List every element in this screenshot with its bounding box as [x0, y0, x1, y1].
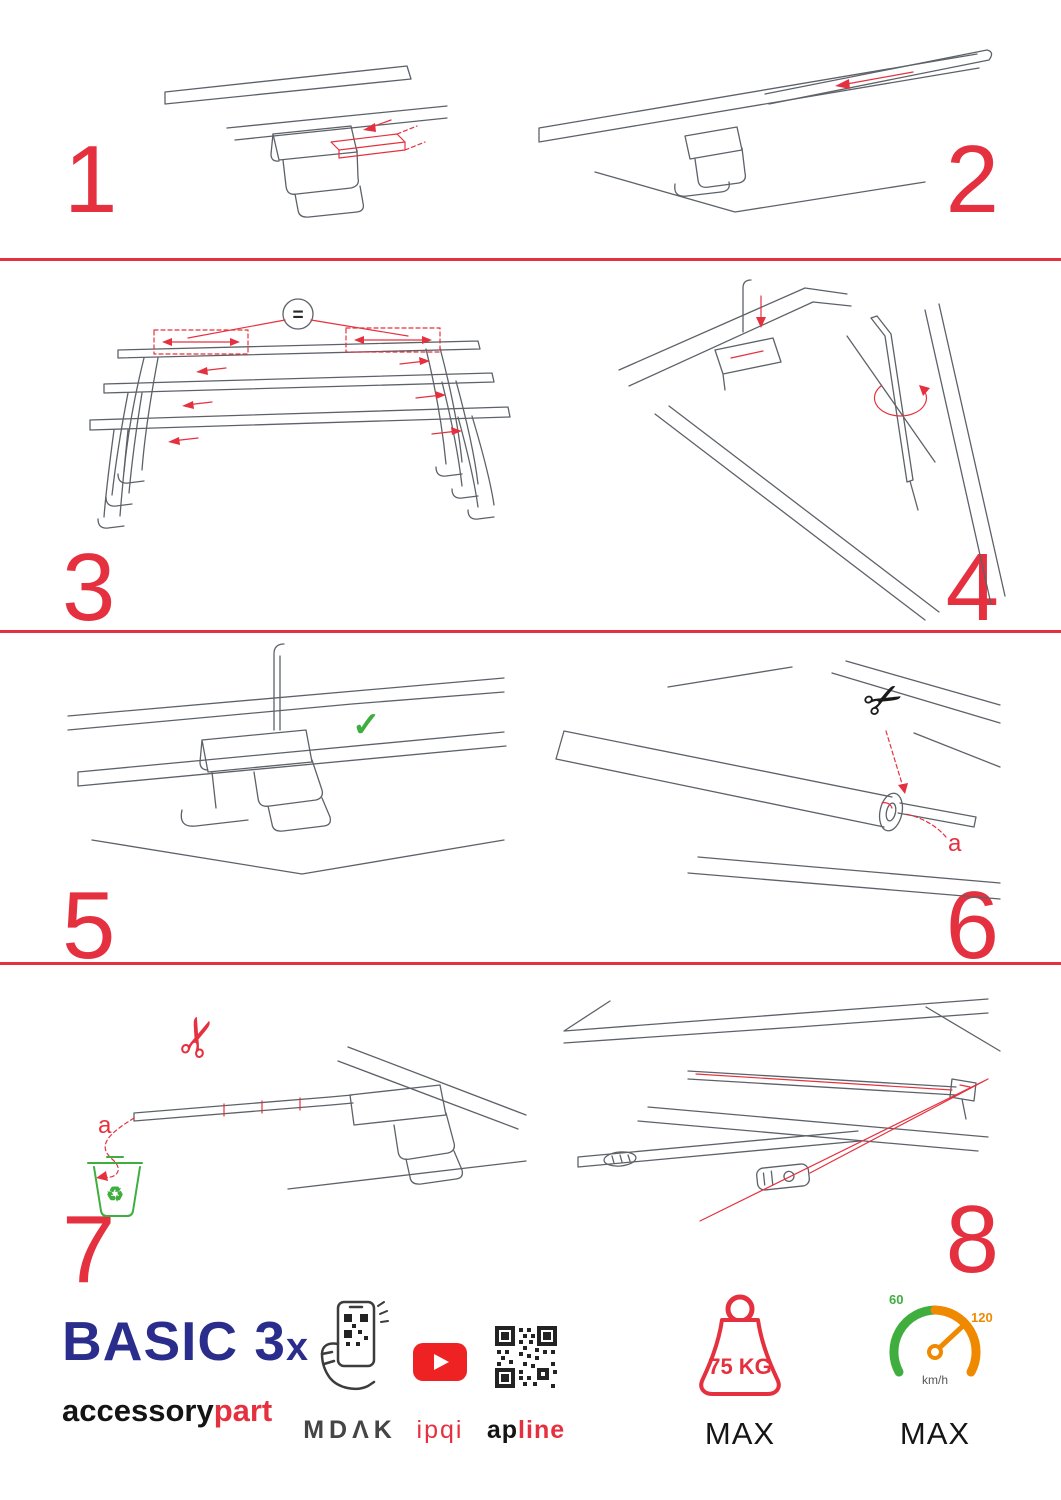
- roof-bars: [563, 998, 1001, 1191]
- brand-part: part: [213, 1393, 273, 1428]
- red-arrowhead: [96, 1171, 108, 1181]
- product-title: BASIC 3x: [62, 1314, 312, 1369]
- crossbars: [89, 340, 511, 529]
- product-name: BASIC 3: [62, 1310, 286, 1372]
- step-1-number: 1: [64, 126, 118, 233]
- speedometer-icon: 60 120 km/h: [889, 1292, 993, 1387]
- max-weight-block: 75 KG MAX: [660, 1290, 820, 1490]
- logo-group-apline: apline: [486, 1290, 566, 1490]
- speed-high: 120: [971, 1310, 993, 1325]
- bar-and-clamp: [538, 49, 993, 213]
- section-divider: [0, 258, 1061, 261]
- red-arrowhead: [898, 783, 908, 794]
- recycle-icon: ♻: [106, 1184, 124, 1206]
- step-5-number: 5: [62, 872, 116, 979]
- brand-wordmark: accessorypart: [62, 1395, 312, 1426]
- red-arrowheads: [162, 336, 462, 445]
- qr-code-icon: [495, 1326, 557, 1388]
- red-arrowhead: [363, 123, 376, 132]
- step-5-drawing: ✓: [67, 643, 507, 875]
- brand-accessory: accessory: [62, 1393, 214, 1428]
- logo-group-mdak: MDΛK: [300, 1290, 400, 1490]
- strip-and-clamp: [133, 1046, 527, 1190]
- label-a: a: [98, 1112, 112, 1139]
- step-1-drawing: [164, 65, 448, 218]
- youtube-icon: [413, 1343, 467, 1381]
- label-a-pointer: [905, 813, 947, 838]
- weight-value: 75 KG: [708, 1354, 772, 1379]
- step-8-drawing: [563, 998, 1001, 1222]
- product-suffix: x: [286, 1325, 310, 1369]
- logo-mdak: MDΛK: [303, 1416, 397, 1444]
- step-4-number: 4: [945, 534, 999, 641]
- dimension-marks: [153, 319, 459, 442]
- red-slot: [730, 350, 764, 359]
- max-speed-block: 60 120 km/h MAX: [870, 1290, 1000, 1490]
- step-8-number: 8: [945, 1186, 999, 1293]
- bar-end: [555, 660, 1001, 900]
- step-7-drawing: ✂ a ♻: [87, 1008, 527, 1217]
- logo-apline-ap: ap: [486, 1416, 519, 1444]
- red-arrowhead: [835, 79, 850, 89]
- rotate-arrow: [873, 385, 928, 417]
- logo-apline-line: line: [518, 1416, 566, 1444]
- step-3-number: 3: [62, 534, 116, 641]
- frame-and-clamp: [164, 65, 448, 218]
- speed-unit: km/h: [922, 1373, 948, 1387]
- roof-and-tool: [618, 279, 1006, 621]
- red-channel-mark: [881, 802, 893, 809]
- trash-bin-icon: [87, 1156, 143, 1217]
- cut-marks: [99, 1097, 301, 1178]
- cut-line: [885, 730, 904, 788]
- label-a: a: [948, 830, 962, 857]
- equal-badge: =: [292, 305, 303, 326]
- step-4-drawing: [618, 279, 1006, 621]
- footer: BASIC 3x accessorypart: [0, 1290, 1061, 1500]
- scissors-icon: ✂: [165, 1008, 234, 1067]
- logo-ipqi: ipqi: [416, 1416, 464, 1444]
- section-divider: [0, 630, 1061, 633]
- slide-arrow: [840, 71, 914, 86]
- t-adapter: [756, 1163, 810, 1191]
- check-icon: ✓: [352, 706, 381, 744]
- red-arrowhead: [919, 385, 930, 396]
- section-divider: [0, 962, 1061, 965]
- equal-badge-circle: [282, 298, 314, 330]
- clamp-assembly: [67, 643, 507, 875]
- step-7-number: 7: [62, 1196, 116, 1303]
- red-guides: [695, 1073, 989, 1222]
- logo-group-ipqi: ipqi: [402, 1290, 478, 1490]
- step-2-number: 2: [945, 126, 999, 233]
- weight-icon: 75 KG: [699, 1294, 781, 1396]
- speed-max-label: MAX: [899, 1416, 971, 1451]
- step-6-drawing: ✂ a: [555, 660, 1001, 900]
- phone-qr-scan-icon: [320, 1300, 389, 1390]
- product-brand: BASIC 3x accessorypart: [62, 1314, 312, 1427]
- speed-low: 60: [889, 1292, 903, 1307]
- red-arrowhead: [756, 317, 766, 328]
- step-6-number: 6: [945, 872, 999, 979]
- weight-max-label: MAX: [704, 1416, 776, 1451]
- logo-apline: apline: [486, 1418, 566, 1443]
- step-2-drawing: [538, 49, 993, 213]
- step-3-drawing: =: [89, 298, 511, 529]
